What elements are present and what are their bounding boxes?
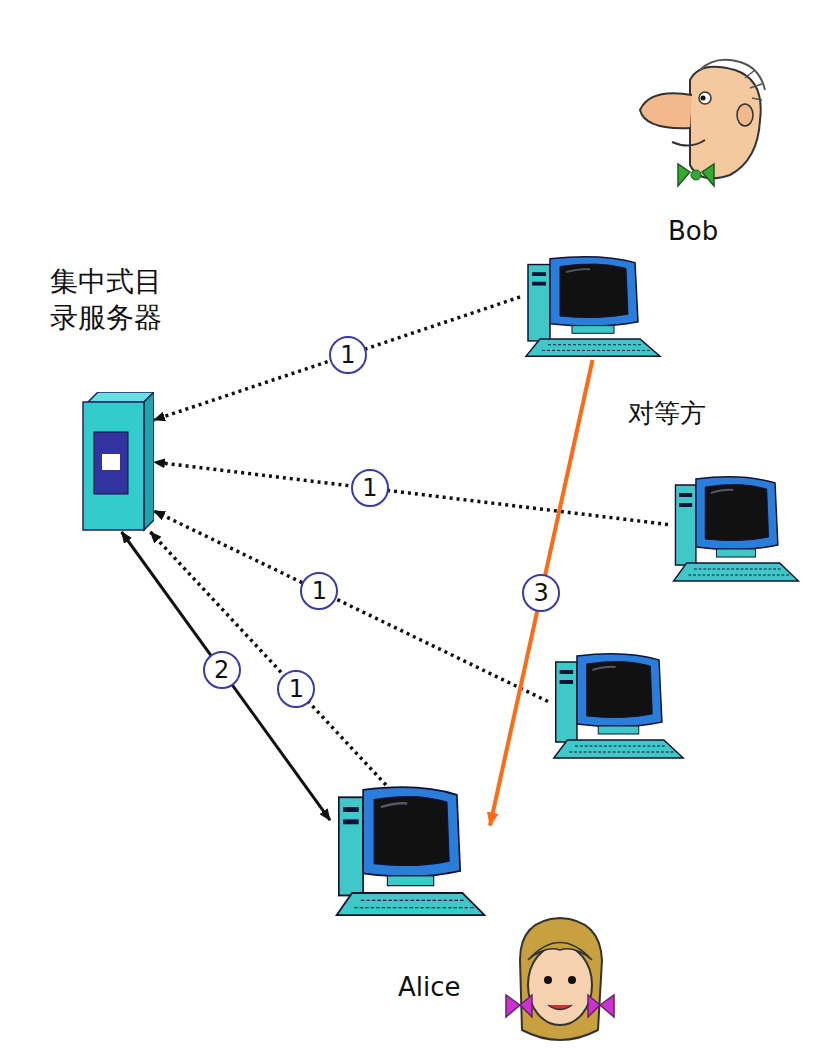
callout-number: 1: [351, 469, 389, 507]
computer-icon: [330, 785, 490, 920]
callout-number: 1: [277, 670, 315, 708]
dotted-arrow: [150, 532, 386, 785]
server-label: 集中式目录服务器: [50, 264, 168, 337]
computer-icon: [520, 255, 665, 360]
peer-label: Bob: [668, 215, 718, 249]
computer-icon: [548, 652, 688, 762]
bob-face: [640, 60, 765, 186]
directory-server: 集中式目录服务器: [82, 392, 154, 532]
solid-arrow: [122, 532, 330, 820]
callout-number: 1: [300, 572, 338, 610]
callout-number: 2: [203, 651, 241, 689]
alice-face: [506, 918, 614, 1040]
dotted-arrow: [154, 511, 548, 702]
computer-icon: [668, 475, 803, 585]
callout-number: 3: [522, 574, 560, 612]
peer-computer: [548, 652, 688, 762]
peer-computer: 对等方: [668, 475, 803, 585]
dotted-arrow: [154, 297, 520, 420]
peer-computer: Alice: [330, 785, 490, 920]
dotted-arrow: [154, 462, 668, 525]
peer-computer: Bob: [520, 255, 665, 360]
peer-label: Alice: [398, 971, 461, 1005]
peer-label: 对等方: [628, 397, 706, 431]
server-icon: [82, 392, 154, 532]
callout-number: 1: [329, 336, 367, 374]
